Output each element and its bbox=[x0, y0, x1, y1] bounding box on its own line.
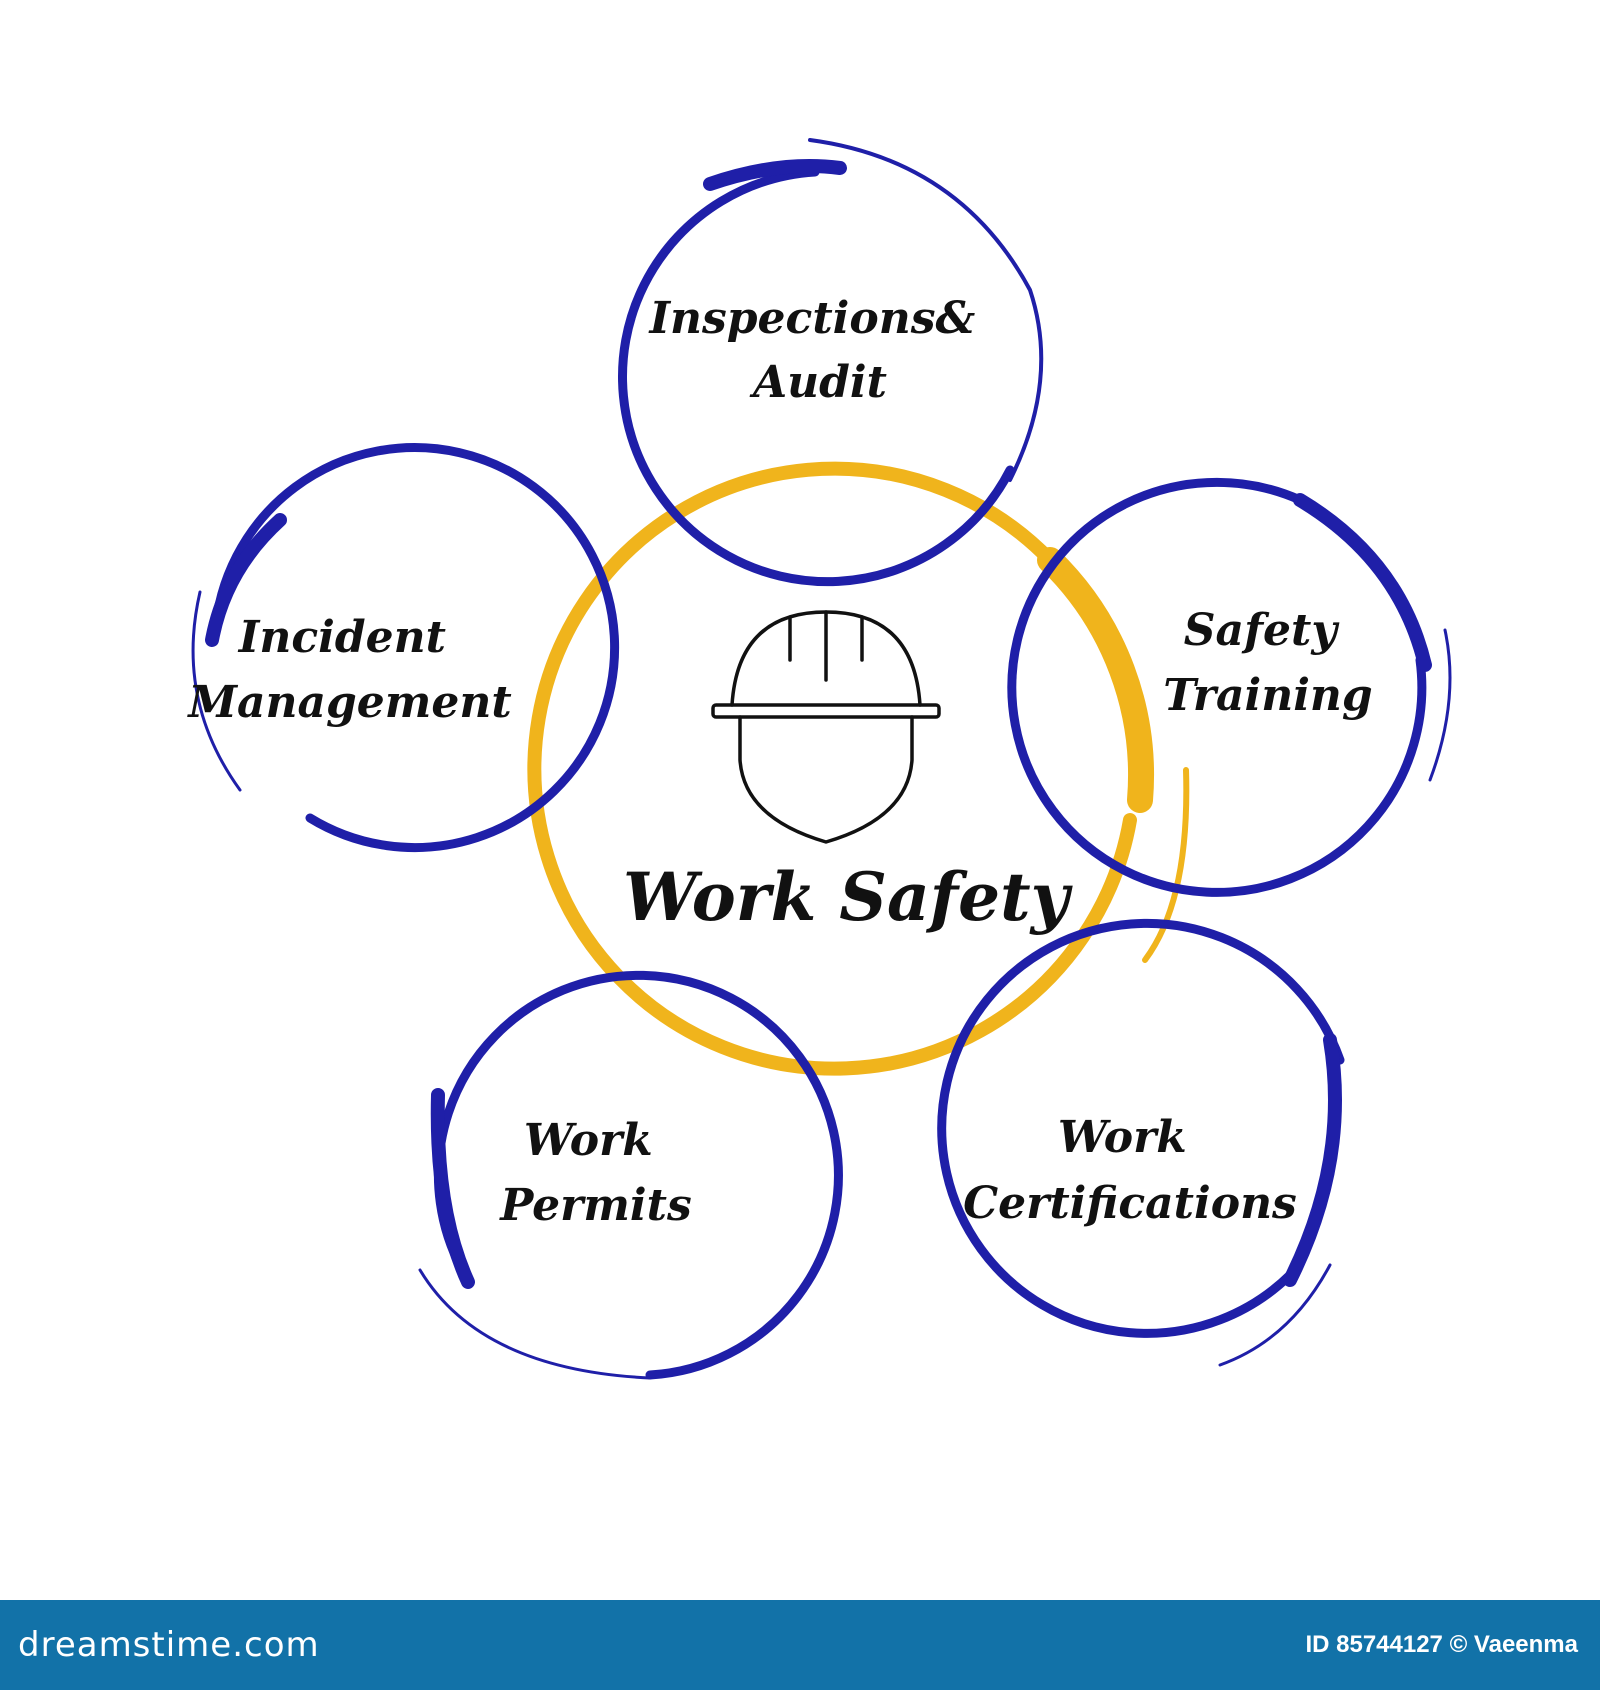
work-safety-diagram: Work Safety Inspections& Audit Safety Tr… bbox=[186, 138, 1452, 1380]
node-label-incident-management: Incident Management bbox=[186, 612, 511, 728]
footer-logo[interactable]: dreamstime.com bbox=[18, 1625, 320, 1665]
hard-hat-worker-icon bbox=[711, 610, 941, 844]
footer-bar: dreamstime.com ID 85744127 © Vaeenma bbox=[0, 1600, 1600, 1690]
node-label-work-certifications-line-1: Work bbox=[1058, 1112, 1187, 1163]
node-label-incident-management-line-2: Management bbox=[186, 677, 511, 728]
footer-credit: ID 85744127 © Vaeenma bbox=[1305, 1631, 1578, 1658]
inspections-ring bbox=[618, 138, 1044, 587]
center-title: Work Safety bbox=[623, 858, 1074, 936]
node-label-safety-training-line-2: Training bbox=[1163, 670, 1372, 721]
node-label-incident-management-line-1: Incident bbox=[237, 612, 446, 663]
center-ring-flick bbox=[1142, 767, 1190, 963]
incident-management-ring bbox=[191, 443, 620, 852]
node-label-work-permits-line-1: Work bbox=[524, 1115, 653, 1166]
node-label-work-permits: Work Permits bbox=[498, 1115, 691, 1231]
work-certifications-ring bbox=[937, 918, 1345, 1367]
node-label-work-certifications-line-2: Certifications bbox=[963, 1178, 1297, 1229]
node-label-inspections: Inspections& Audit bbox=[647, 293, 990, 408]
node-label-work-permits-line-2: Permits bbox=[498, 1180, 691, 1231]
node-label-work-certifications: Work Certifications bbox=[963, 1112, 1297, 1229]
center-ring-tail bbox=[1037, 547, 1155, 813]
node-label-inspections-line-2: Audit bbox=[749, 357, 887, 408]
hard-hat-brim bbox=[711, 703, 941, 719]
safety-training-ring bbox=[1007, 477, 1452, 897]
center-ring bbox=[527, 461, 1190, 1076]
work-permits-ring bbox=[418, 970, 843, 1380]
worker-face bbox=[738, 715, 914, 844]
node-label-safety-training: Safety Training bbox=[1163, 605, 1372, 721]
node-label-inspections-line-1: Inspections& bbox=[647, 293, 975, 344]
node-label-safety-training-line-1: Safety bbox=[1184, 605, 1341, 656]
center-ring-main bbox=[527, 461, 1137, 1076]
